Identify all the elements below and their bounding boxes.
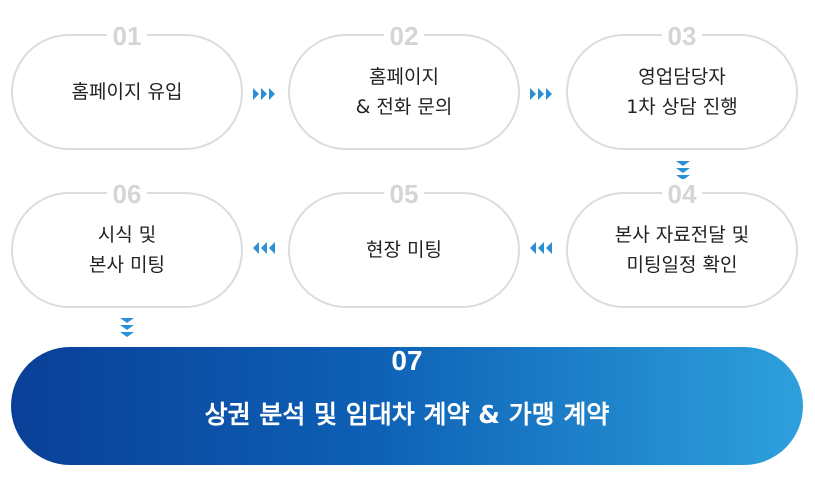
step-number: 05 [290, 179, 518, 209]
step-number: 03 [568, 21, 796, 51]
step-01: 01 홈페이지 유입 [11, 21, 243, 150]
step-03: 03 영업담당자 1차 상담 진행 [566, 21, 798, 150]
chevron-down-icon [120, 318, 134, 337]
step-number: 02 [290, 21, 518, 51]
step-label: 상권 분석 및 임대차 계약 & 가맹 계약 [204, 400, 610, 429]
chevron-down-icon [676, 161, 690, 180]
step-number: 01 [13, 21, 241, 51]
step-label: 홈페이지 & 전화 문의 [355, 66, 453, 118]
step-04: 04 본사 자료전달 및 미팅일정 확인 [566, 179, 798, 308]
chevron-left-icon [530, 242, 552, 254]
step-label: 시식 및 본사 미팅 [89, 224, 165, 276]
step-number: 07 [391, 345, 423, 376]
step-label: 홈페이지 유입 [71, 81, 183, 103]
step-label: 영업담당자 1차 상담 진행 [626, 66, 738, 118]
step-05: 05 현장 미팅 [288, 179, 520, 308]
step-07-final: 07 상권 분석 및 임대차 계약 & 가맹 계약 [11, 345, 803, 465]
chevron-right-icon [530, 88, 552, 100]
chevron-left-icon [253, 242, 275, 254]
step-number: 06 [13, 179, 241, 209]
step-06: 06 시식 및 본사 미팅 [11, 179, 243, 308]
chevron-right-icon [253, 88, 275, 100]
step-02: 02 홈페이지 & 전화 문의 [288, 21, 520, 150]
step-number: 04 [568, 179, 796, 209]
step-label: 본사 자료전달 및 미팅일정 확인 [614, 224, 750, 276]
step-label: 현장 미팅 [366, 239, 442, 261]
